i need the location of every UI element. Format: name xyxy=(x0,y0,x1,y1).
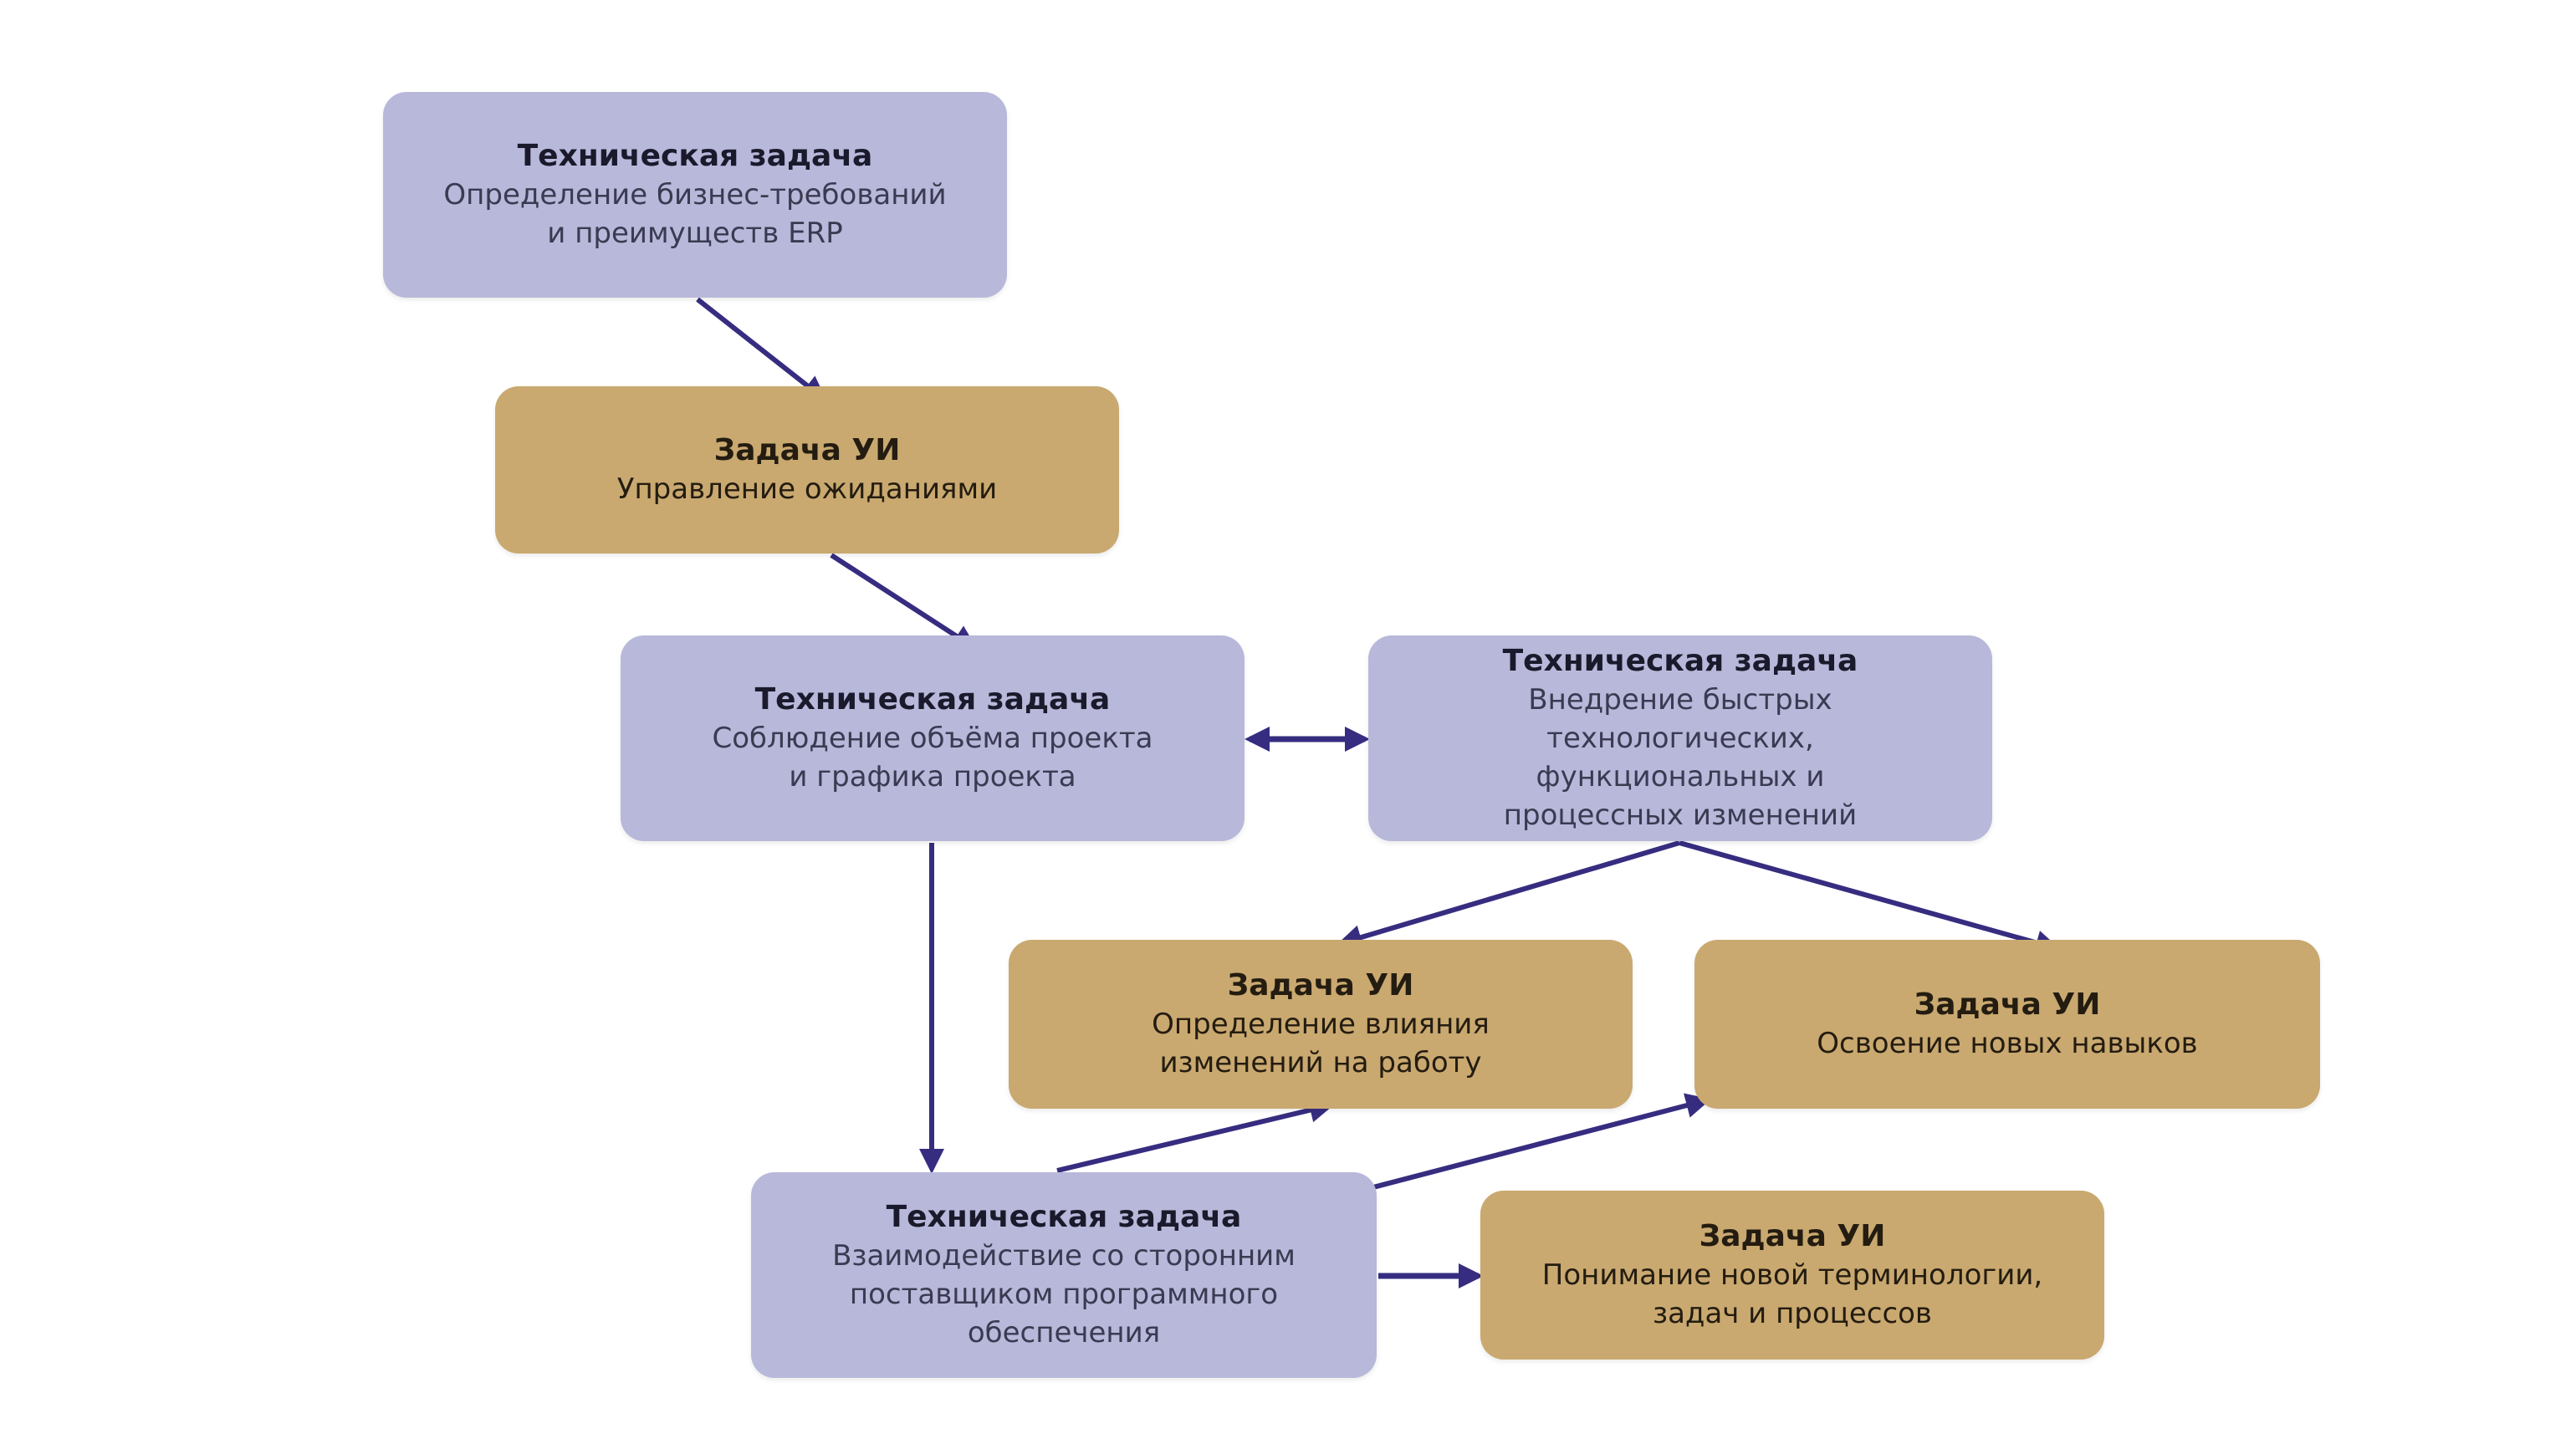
arrow-n1-n2 xyxy=(696,297,827,401)
node-technical-rapid-changes: Техническая задача Внедрение быстрых тех… xyxy=(1368,635,1992,841)
node-description: Освоение новых навыков xyxy=(1817,1027,2198,1060)
node-technical-vendor-interaction: Техническая задача Взаимодействие со сто… xyxy=(751,1172,1377,1378)
node-description: Внедрение быстрых технологических, функц… xyxy=(1503,683,1858,832)
node-title: Задача УИ xyxy=(1914,987,2101,1022)
arrow-n7-n5 xyxy=(1056,1097,1335,1173)
arrow-n2-n3 xyxy=(830,553,979,651)
node-description: Взаимодействие со сторонним поставщиком … xyxy=(832,1239,1296,1350)
node-description: Управление ожиданиями xyxy=(616,472,998,506)
node-title: Задача УИ xyxy=(1699,1219,1886,1253)
node-ui-impact-on-work: Задача УИ Определение влияния изменений … xyxy=(1009,940,1633,1109)
node-ui-new-terminology: Задача УИ Понимание новой терминологии, … xyxy=(1480,1191,2104,1360)
node-description: Соблюдение объёма проекта и графика прое… xyxy=(712,722,1153,793)
node-ui-new-skills: Задача УИ Освоение новых навыков xyxy=(1694,940,2320,1109)
arrow-n4-n5 xyxy=(1337,840,1680,950)
node-description: Определение бизнес-требований и преимуще… xyxy=(443,178,947,250)
arrow-n4-n6 xyxy=(1679,840,2061,955)
node-title: Техническая задача xyxy=(886,1200,1242,1234)
node-technical-erp-requirements: Техническая задача Определение бизнес-тр… xyxy=(383,92,1007,298)
node-title: Техническая задача xyxy=(517,139,873,173)
node-description: Определение влияния изменений на работу xyxy=(1152,1008,1490,1079)
node-title: Задача УИ xyxy=(713,433,901,467)
arrow-n7-n6 xyxy=(1372,1093,1711,1190)
node-description: Понимание новой терминологии, задач и пр… xyxy=(1541,1258,2043,1330)
node-title: Техническая задача xyxy=(754,682,1111,717)
node-technical-scope-schedule: Техническая задача Соблюдение объёма про… xyxy=(621,635,1245,841)
node-title: Техническая задача xyxy=(1502,644,1858,678)
node-title: Задача УИ xyxy=(1227,968,1414,1003)
node-ui-expectations: Задача УИ Управление ожиданиями xyxy=(495,386,1119,554)
